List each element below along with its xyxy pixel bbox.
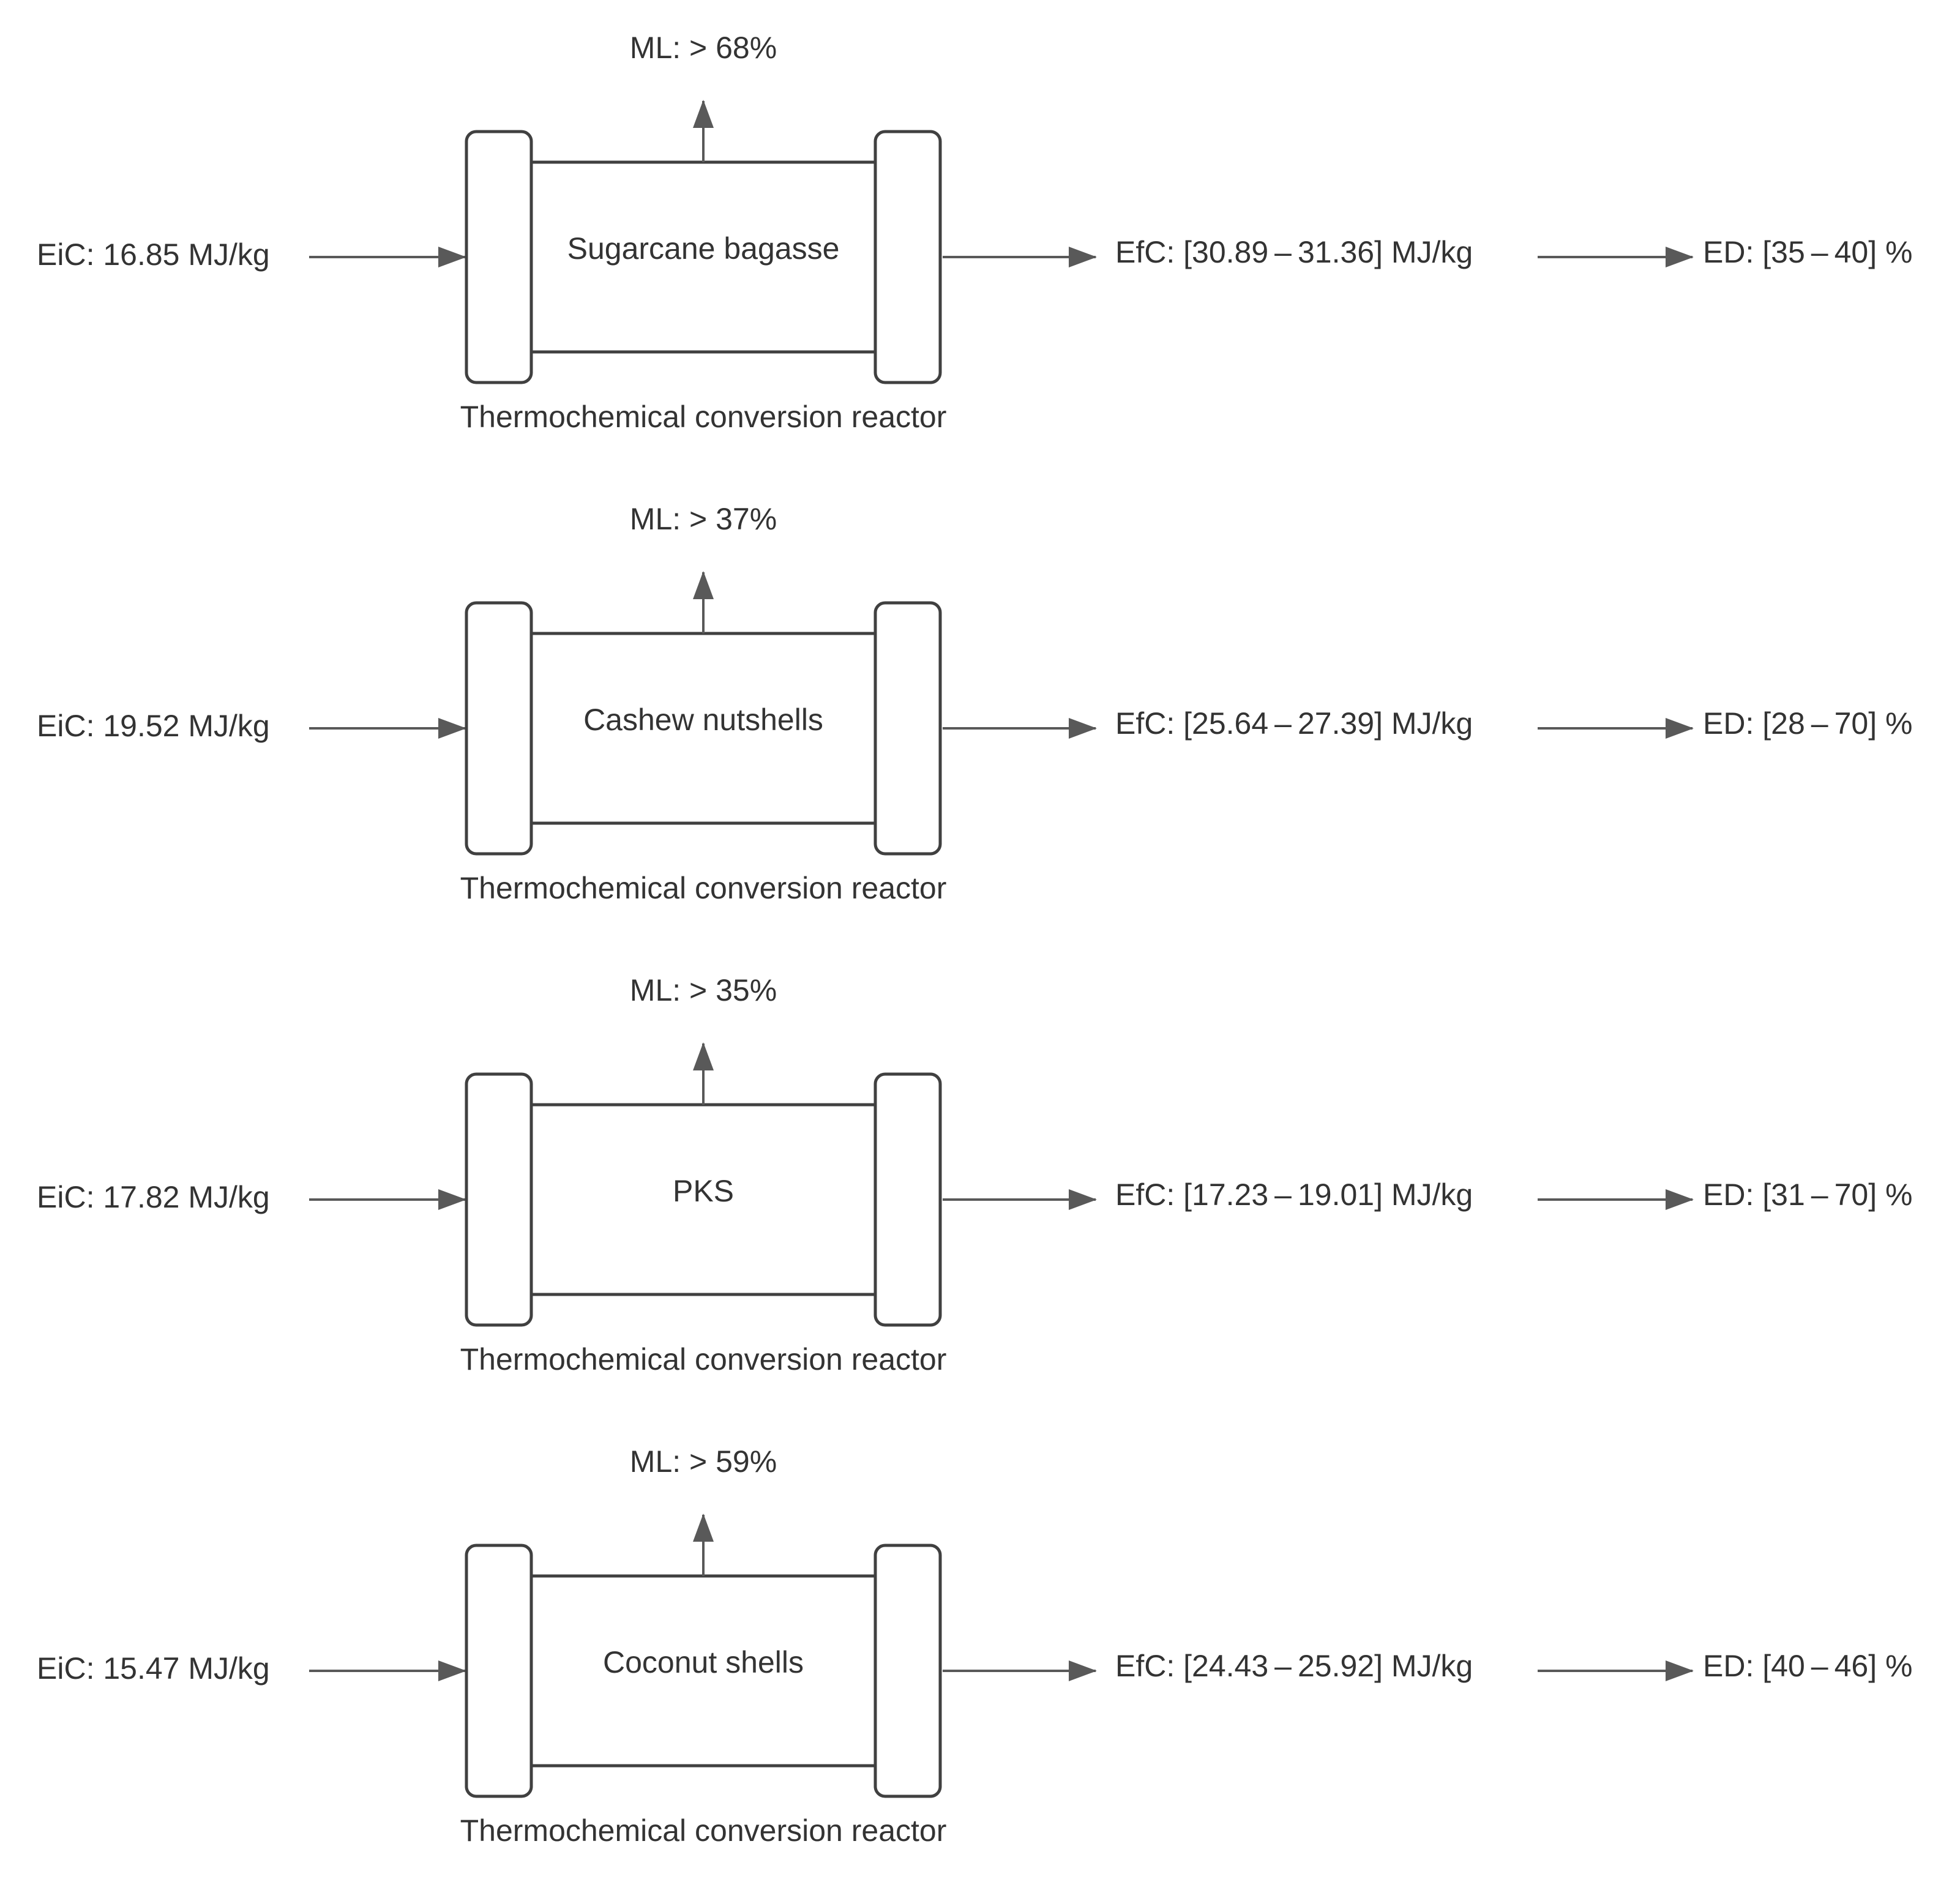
reactor-left-cap xyxy=(465,130,533,384)
process-row: EiC: 16.85 MJ/kg Sugarcane bagasse ML: > 6… xyxy=(37,31,1912,434)
output-energy-label: EfC: [25.64 – 27.39] MJ/kg xyxy=(1115,706,1473,741)
mass-loss-label: ML: > 35% xyxy=(630,973,777,1007)
mass-loss-label: ML: > 68% xyxy=(630,31,777,65)
feedstock-label: Coconut shells xyxy=(603,1645,804,1679)
energy-densification-label: ED: [35 – 40] % xyxy=(1703,235,1912,269)
mass-loss-label: ML: > 59% xyxy=(630,1444,777,1479)
feedstock-label: PKS xyxy=(673,1174,734,1208)
reactor-left-cap xyxy=(465,601,533,856)
reactor-right-cap xyxy=(873,601,942,856)
feedstock-label: Cashew nutshells xyxy=(583,703,823,737)
reactor-caption: Thermochemical conversion reactor xyxy=(460,1813,947,1848)
mass-loss-label: ML: > 37% xyxy=(630,502,777,536)
input-energy-label: EiC: 17.82 MJ/kg xyxy=(37,1180,270,1214)
output-energy-label: EfC: [17.23 – 19.01] MJ/kg xyxy=(1115,1178,1473,1212)
input-energy-label: EiC: 15.47 MJ/kg xyxy=(37,1651,270,1686)
output-energy-label: EfC: [30.89 – 31.36] MJ/kg xyxy=(1115,235,1473,269)
reactor-right-cap xyxy=(873,1072,942,1327)
output-energy-label: EfC: [24.43 – 25.92] MJ/kg xyxy=(1115,1649,1473,1683)
reactor-right-cap xyxy=(873,1544,942,1798)
reactor-left-cap xyxy=(465,1544,533,1798)
feedstock-label: Sugarcane bagasse xyxy=(567,231,840,266)
process-row: EiC: 17.82 MJ/kg PKS ML: > 35% Thermochemic… xyxy=(37,973,1912,1376)
reactor-right-cap xyxy=(873,130,942,384)
reactor-caption: Thermochemical conversion reactor xyxy=(460,1342,947,1376)
input-energy-label: EiC: 19.52 MJ/kg xyxy=(37,709,270,743)
diagram-rows: EiC: 16.85 MJ/kg Sugarcane bagasse ML: > 6… xyxy=(37,31,1912,1848)
reactor-caption: Thermochemical conversion reactor xyxy=(460,871,947,905)
energy-densification-label: ED: [40 – 46] % xyxy=(1703,1649,1912,1683)
energy-densification-label: ED: [28 – 70] % xyxy=(1703,706,1912,741)
process-row: EiC: 15.47 MJ/kg Coconut shells ML: > 59% T… xyxy=(37,1444,1912,1848)
input-energy-label: EiC: 16.85 MJ/kg xyxy=(37,237,270,272)
reactor-caption: Thermochemical conversion reactor xyxy=(460,400,947,434)
reactor-left-cap xyxy=(465,1072,533,1327)
process-row: EiC: 19.52 MJ/kg Cashew nutshells ML: > 37… xyxy=(37,502,1912,905)
energy-densification-label: ED: [31 – 70] % xyxy=(1703,1178,1912,1212)
